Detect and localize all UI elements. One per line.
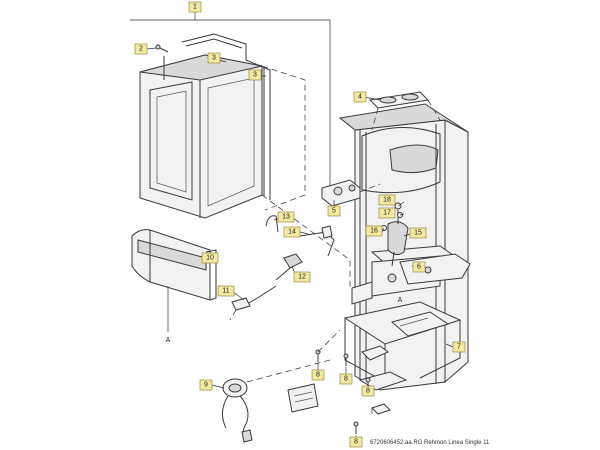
callout-8a-text: 8: [316, 372, 320, 379]
callout-4: 4: [353, 91, 367, 103]
callout-13-text: 13: [282, 214, 290, 221]
callout-8d: 8: [349, 436, 363, 448]
callout-9-text: 9: [204, 382, 208, 389]
label-a-left: A: [166, 337, 171, 344]
callout-14: 14: [283, 226, 301, 238]
sealing-strips: [163, 33, 271, 200]
callout-11: 11: [217, 285, 235, 297]
callout-10: 10: [201, 252, 219, 264]
callout-1-text: 1: [193, 4, 197, 11]
callout-15: 15: [409, 227, 427, 239]
label-a-right: A: [398, 297, 403, 304]
sensor-assembly: [229, 215, 335, 321]
callout-18: 18: [378, 194, 396, 206]
callout-12: 12: [293, 271, 311, 283]
clip-part-5: [321, 179, 381, 207]
callout-8c: 8: [361, 385, 375, 397]
callout-3a: 3: [207, 52, 221, 64]
callout-7: 7: [452, 341, 466, 353]
callout-15-text: 15: [414, 230, 422, 237]
callout-1: 1: [188, 1, 202, 13]
callout-8d-text: 8: [354, 439, 358, 446]
callout-12-text: 12: [298, 274, 306, 281]
callout-7-text: 7: [457, 344, 461, 351]
callout-16: 16: [365, 225, 383, 237]
callout-10-text: 10: [206, 255, 214, 262]
alignment-lines-cover: [261, 65, 351, 290]
callout-9: 9: [199, 379, 213, 391]
callout-8b-text: 8: [344, 376, 348, 383]
callout-3a-text: 3: [212, 55, 216, 62]
callout-14-text: 14: [288, 229, 296, 236]
callout-5-text: 5: [332, 208, 336, 215]
callout-4-text: 4: [358, 94, 362, 101]
callout-11-text: 11: [222, 288, 229, 295]
callout-18-text: 18: [383, 197, 391, 204]
group-bracket-1: [130, 12, 331, 190]
plate-part-6: [399, 253, 471, 285]
callout-6-text: 6: [417, 264, 421, 271]
side-panel-part-10: [131, 229, 217, 332]
callout-8a: 8: [311, 369, 325, 381]
callout-2-text: 2: [139, 46, 143, 53]
front-casing-cover: [139, 54, 263, 219]
callout-5: 5: [327, 205, 341, 217]
callout-2: 2: [134, 43, 148, 55]
small-plate: [287, 383, 319, 413]
callout-17-text: 17: [383, 210, 391, 217]
screw-part-2: [155, 44, 169, 53]
callout-13: 13: [277, 211, 295, 223]
callout-6: 6: [412, 261, 426, 273]
callout-16-text: 16: [370, 228, 378, 235]
flue-adapter-part-4: [368, 91, 441, 131]
callout-8b: 8: [339, 373, 353, 385]
screws-part-8: [315, 329, 373, 434]
callout-3b-text: 3: [253, 72, 257, 79]
callout-8c-text: 8: [366, 388, 370, 395]
callout-3b: 3: [248, 69, 262, 81]
reference-code: 6720606452.aa.RG Rehmon Linea Single 11: [370, 440, 490, 446]
callout-17: 17: [378, 207, 396, 219]
